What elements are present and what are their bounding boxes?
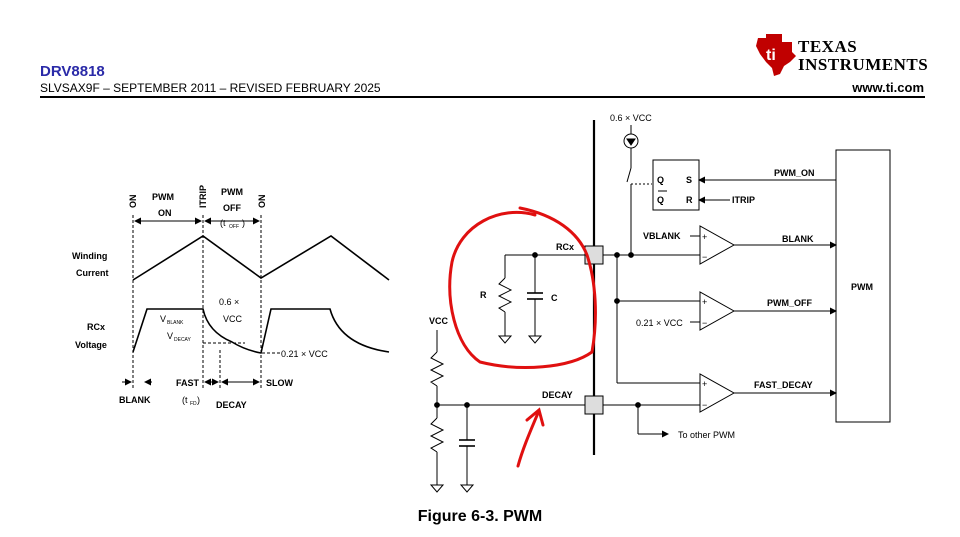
- ti-state-icon: ti: [756, 34, 796, 76]
- label-pwm-block: PWM: [851, 282, 873, 292]
- ground-decay-cap: [459, 484, 475, 493]
- ground-c: [527, 335, 543, 344]
- comparator-fast-decay: [699, 373, 736, 413]
- resistor-r: [497, 277, 513, 313]
- timing-diagram: [122, 215, 390, 390]
- label-vblank: VBLANK: [643, 231, 681, 241]
- ti-logo-text: Texas Instruments: [798, 38, 928, 74]
- sr-latch: [652, 159, 700, 211]
- label-to-other-pwm: To other PWM: [678, 430, 735, 440]
- label-c: C: [551, 293, 558, 303]
- label-vcc: VCC: [429, 316, 449, 326]
- label-tfd-sub: FD: [190, 401, 197, 407]
- label-vdecay-sub: DECAY: [174, 337, 192, 343]
- label-pwm-on: PWM_ON: [774, 168, 815, 178]
- label-decay: DECAY: [216, 400, 247, 410]
- label-vcc06-2: VCC: [223, 314, 243, 324]
- ground-r: [497, 335, 513, 344]
- label-winding-1: Winding: [72, 251, 107, 261]
- label-q: Q: [657, 175, 664, 185]
- header-rule: [40, 96, 925, 98]
- schematic-labels: 0.6 × VCC Q Q S R PWM_ON ITRIP VBLANK BL…: [429, 113, 873, 440]
- label-pwm-on-1: PWM: [152, 192, 174, 202]
- label-qbar: Q: [657, 195, 664, 205]
- label-on-left: ON: [128, 195, 138, 209]
- document-revision-line: SLVSAX9F – SEPTEMBER 2011 – REVISED FEBR…: [40, 81, 381, 95]
- comp2-minus: −: [702, 318, 707, 328]
- label-pwm-off-2: OFF: [223, 203, 241, 213]
- label-vdecay: V: [167, 331, 173, 341]
- label-toff-sub: OFF: [229, 224, 239, 230]
- comp2-plus: +: [702, 297, 707, 307]
- pwm-block: [835, 149, 891, 423]
- label-r-pin: R: [686, 195, 693, 205]
- resistor-top: [429, 351, 445, 387]
- comp3-minus: −: [702, 400, 707, 410]
- label-pwm-off: PWM_OFF: [767, 298, 812, 308]
- logo-line-2: Instruments: [798, 55, 929, 74]
- logo-line-1: Texas: [798, 37, 858, 56]
- website-link[interactable]: www.ti.com: [852, 80, 924, 95]
- label-toff-close: ): [242, 218, 245, 228]
- label-on-right: ON: [257, 195, 267, 209]
- pin-decay: [584, 395, 604, 415]
- red-annotation: [448, 206, 597, 468]
- label-rcx: RCx: [556, 242, 574, 252]
- current-source-arrow: [626, 138, 636, 146]
- label-vblank: V: [160, 314, 166, 324]
- label-vcc-top: 0.6 × VCC: [610, 113, 652, 123]
- ti-logo: ti: [752, 32, 927, 78]
- comparator-pwm-off: [699, 291, 736, 331]
- resistor-bottom: [429, 417, 445, 453]
- comparator-blank: [699, 225, 736, 265]
- annotation-arrow-shaft: [516, 411, 540, 468]
- label-fast: FAST: [176, 378, 200, 388]
- annotation-circle: [448, 206, 597, 369]
- label-pwm-on-2: ON: [158, 208, 172, 218]
- label-slow: SLOW: [266, 378, 294, 388]
- winding-current-waveform: [132, 235, 390, 281]
- figure-caption: Figure 6-3. PWM: [417, 508, 543, 525]
- rcx-voltage-waveform: [132, 308, 390, 354]
- label-blank: BLANK: [782, 234, 814, 244]
- svg-text:ti: ti: [766, 47, 776, 64]
- label-vcc021: 0.21 × VCC: [281, 349, 328, 359]
- label-fast-decay: FAST_DECAY: [754, 380, 813, 390]
- label-winding-2: Current: [76, 268, 109, 278]
- label-toff: (t: [220, 218, 226, 228]
- comp1-plus: +: [702, 232, 707, 242]
- label-tfd: (t: [182, 395, 188, 405]
- label-r: R: [480, 290, 487, 300]
- label-s: S: [686, 175, 692, 185]
- label-vcc021: 0.21 × VCC: [636, 318, 683, 328]
- label-vcc06-1: 0.6 ×: [219, 297, 239, 307]
- label-rcx-2: Voltage: [75, 340, 107, 350]
- switch: [626, 167, 632, 183]
- label-decay: DECAY: [542, 390, 573, 400]
- label-itrip: ITRIP: [198, 185, 208, 208]
- label-itrip: ITRIP: [732, 195, 755, 205]
- label-vblank-sub: BLANK: [167, 320, 184, 326]
- ground-divider: [429, 484, 445, 493]
- comp1-minus: −: [702, 252, 707, 262]
- label-pwm-off-1: PWM: [221, 187, 243, 197]
- comp3-plus: +: [702, 379, 707, 389]
- timing-labels: ON PWM ON ITRIP PWM OFF (t OFF ) ON Wind…: [72, 185, 328, 410]
- part-number: DRV8818: [40, 63, 105, 80]
- label-tfd-close: ): [197, 395, 200, 405]
- annotation-arrow-head: [525, 407, 545, 427]
- label-rcx-1: RCx: [87, 322, 105, 332]
- label-blank: BLANK: [119, 395, 151, 405]
